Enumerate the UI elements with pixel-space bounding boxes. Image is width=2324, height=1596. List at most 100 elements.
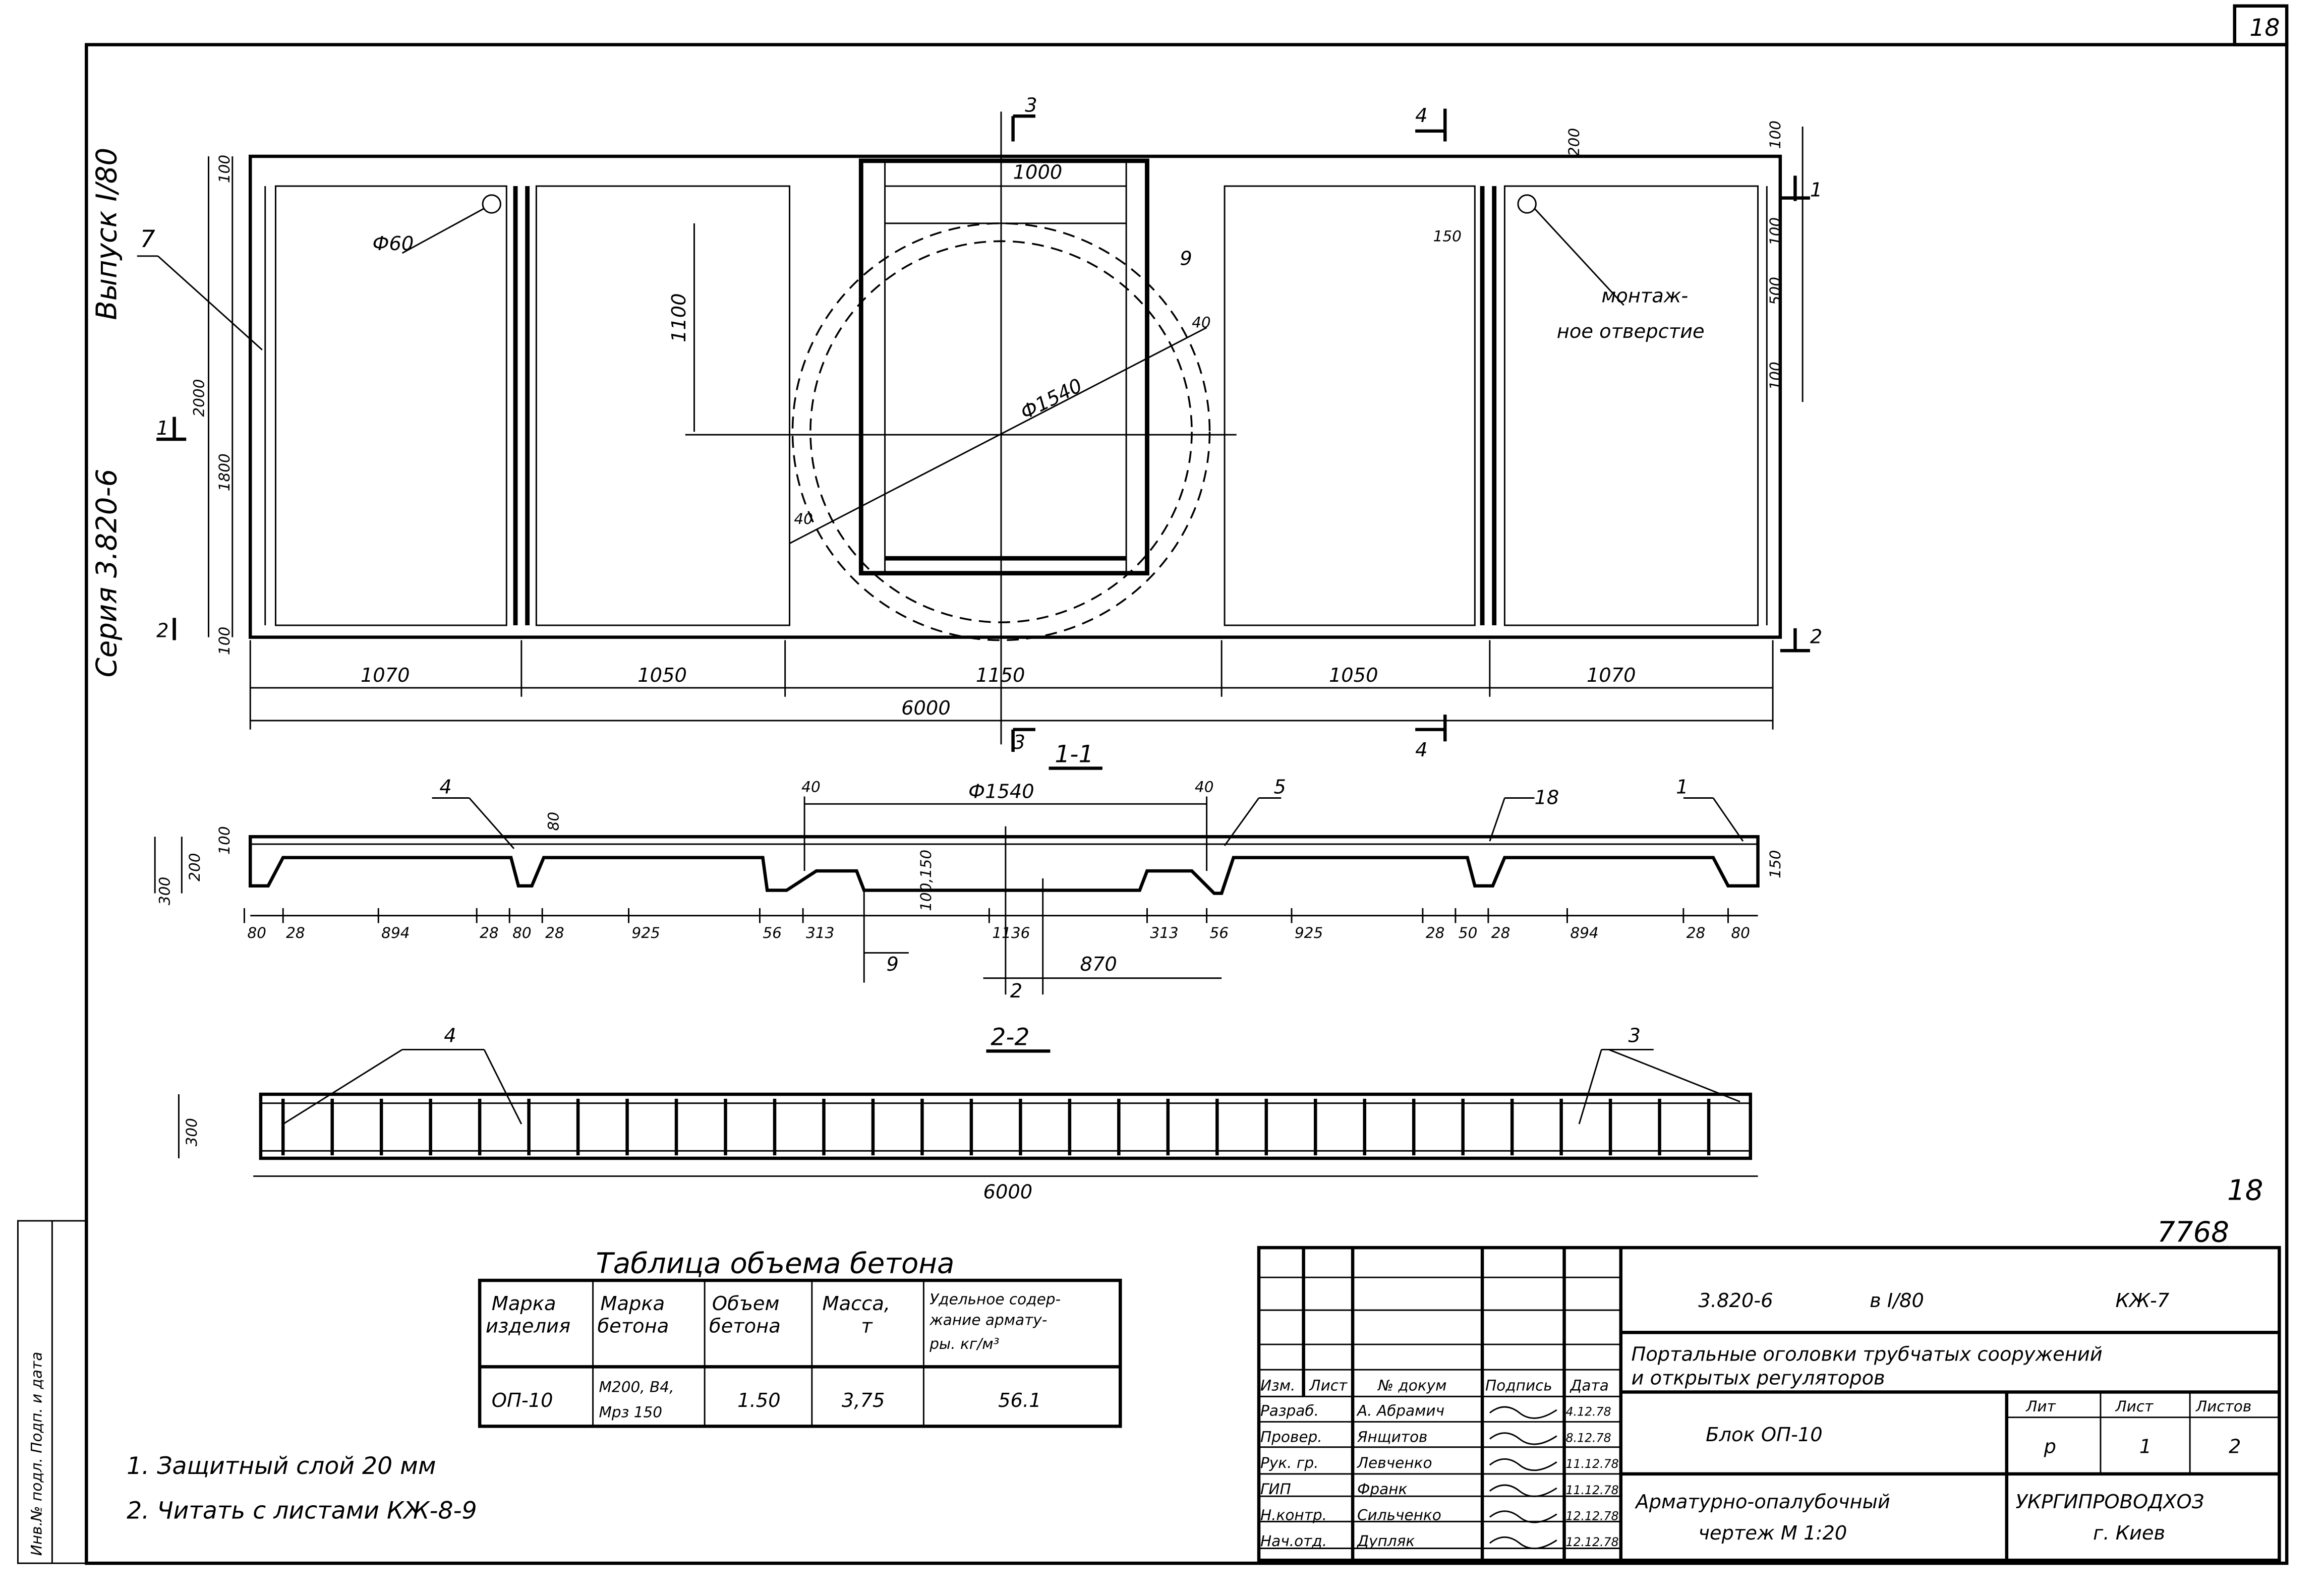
dim-phi1540: Ф1540: [968, 781, 1034, 803]
tb-stage-h-0: Лит: [2025, 1398, 2056, 1415]
th-volume-2: бетона: [709, 1315, 781, 1337]
signer-role: Рук. гр.: [1260, 1454, 1319, 1471]
sheet-frame: [17, 4, 2289, 1565]
dim-label: 56: [1210, 924, 1229, 941]
dim-1100: 1100: [668, 293, 690, 342]
dim-label: 894: [1570, 924, 1598, 941]
section-mark-3-bottom: 3: [1013, 731, 1025, 754]
callout-phi1540: Ф1540: [1017, 374, 1086, 424]
bottom-dim-2: 1150: [976, 664, 1025, 687]
tb-project-1: Портальные оголовки трубчатых сооружений: [1631, 1343, 2102, 1366]
signer-date: 12.12.78: [1565, 1535, 1618, 1549]
callout-4: 4: [439, 776, 451, 799]
th-mark-concrete-2: бетона: [597, 1315, 669, 1337]
dim-label: 1136: [992, 924, 1030, 941]
tb-drawing-2: чертеж М 1:20: [1698, 1522, 1847, 1545]
plan-view: [137, 108, 1810, 752]
dim-1000: 1000: [1013, 161, 1063, 184]
dim-label: 28: [1491, 924, 1510, 941]
callout-phi60: Ф60: [372, 232, 414, 255]
dim-label: 28: [545, 924, 564, 941]
tb-stage-h-2: Листов: [2195, 1398, 2251, 1415]
section-2-2: [178, 1048, 1758, 1177]
tb-col-h-1: Лист: [1309, 1377, 1348, 1394]
sheet-number: 18: [2249, 14, 2280, 42]
td-mark-concrete-2: Мрз 150: [599, 1404, 662, 1421]
callout-5: 5: [1274, 776, 1286, 799]
bottom-dim-1: 1050: [637, 664, 687, 687]
right-dim-1: 100: [1767, 217, 1784, 246]
dim-80: 80: [545, 812, 562, 831]
note-2: 2. Читать с листами КЖ-8-9: [127, 1497, 477, 1524]
sheet-mark-18: 18: [2227, 1174, 2263, 1207]
signature: [1489, 1458, 1557, 1471]
section-mark-1-left: 1: [156, 417, 168, 440]
section-mark-9: 9: [887, 953, 899, 976]
section-mark-2-left: 2: [156, 620, 168, 642]
signer-role: Разраб.: [1260, 1402, 1319, 1420]
dim-870: 870: [1080, 953, 1117, 976]
left-dim-100: 100: [216, 826, 233, 854]
right-dim-150: 150: [1767, 850, 1784, 878]
dim-label: 80: [1731, 924, 1750, 941]
note-1: 1. Защитный слой 20 мм: [127, 1452, 436, 1480]
tb-code: 3.820-6: [1698, 1289, 1773, 1312]
section-mark-4-top: 4: [1415, 104, 1427, 127]
sheet-mark-7768: 7768: [2157, 1216, 2229, 1249]
section-mark-1-right: 1: [1810, 179, 1822, 202]
dim-label: 56: [763, 924, 782, 941]
signer-name: А. Абрамич: [1356, 1402, 1444, 1420]
td-rebar: 56.1: [998, 1389, 1041, 1412]
tb-col-h-2: № докум: [1377, 1377, 1446, 1394]
tb-col-h-4: Дата: [1569, 1377, 1608, 1394]
bottom-dim-4: 1070: [1587, 664, 1636, 687]
section-2-2-title: 2-2: [991, 1024, 1029, 1051]
signer-role: Нач.отд.: [1260, 1532, 1327, 1550]
th-rebar-2: жание армату-: [929, 1312, 1047, 1329]
th-mark-item: Марка: [492, 1292, 556, 1315]
dim-label: 313: [1150, 924, 1178, 941]
section-1-1: [154, 766, 1760, 995]
tb-org-2: г. Киев: [2093, 1522, 2165, 1545]
s22-total: 6000: [983, 1181, 1033, 1204]
section-mark-3-top: 3: [1025, 94, 1037, 116]
callout-9: 9: [1180, 248, 1192, 270]
plan-labels: 7 Ф60 9 40 40 Ф1540 1000 1100 150 200 мо…: [140, 94, 1823, 761]
left-dim-top: 100: [216, 155, 233, 183]
right-dim-3: 100: [1767, 362, 1784, 390]
tb-stage-h-1: Лист: [2115, 1398, 2154, 1415]
section-mark-4-bottom: 4: [1415, 739, 1427, 761]
tb-item: Блок ОП-10: [1706, 1424, 1823, 1446]
callout-1: 1: [1676, 776, 1688, 799]
th-mass-2: т: [861, 1315, 873, 1337]
signer-role: Провер.: [1260, 1428, 1322, 1445]
tb-project-2: и открытых регуляторов: [1631, 1367, 1885, 1390]
signer-date: 8.12.78: [1565, 1431, 1611, 1445]
th-mass: Масса,: [823, 1292, 891, 1315]
td-mark-concrete: М200, В4,: [599, 1379, 674, 1396]
hole-label-2: ное отверстие: [1557, 320, 1705, 343]
stamp-inventory: Инв.№ подл. Подп. и дата: [28, 1352, 45, 1556]
tb-col-h-0: Изм.: [1260, 1377, 1295, 1394]
signer-date: 11.12.78: [1565, 1457, 1618, 1471]
bottom-dim-3: 1050: [1329, 664, 1378, 687]
tb-org-1: УКРГИПРОВОДХОЗ: [2016, 1491, 2204, 1513]
concrete-table: [478, 1278, 1122, 1428]
rebar-stirrups: [281, 1098, 1711, 1156]
right-dim-0: 100: [1767, 121, 1784, 149]
title-block: [1257, 1246, 2281, 1562]
dim-label: 28: [480, 924, 499, 941]
dim-label: 80: [247, 924, 266, 941]
callout-4-s22: 4: [444, 1025, 456, 1047]
dim-40-left: 40: [801, 779, 821, 796]
signature: [1489, 1510, 1557, 1523]
signature: [1489, 1536, 1557, 1550]
signer-date: 12.12.78: [1565, 1509, 1618, 1523]
dim-label: 28: [286, 924, 305, 941]
dim-100-150: 100,150: [917, 850, 935, 911]
dim-200: 200: [1565, 128, 1583, 156]
left-dim-bottom: 100: [216, 627, 233, 655]
td-mark-item: ОП-10: [492, 1389, 553, 1412]
